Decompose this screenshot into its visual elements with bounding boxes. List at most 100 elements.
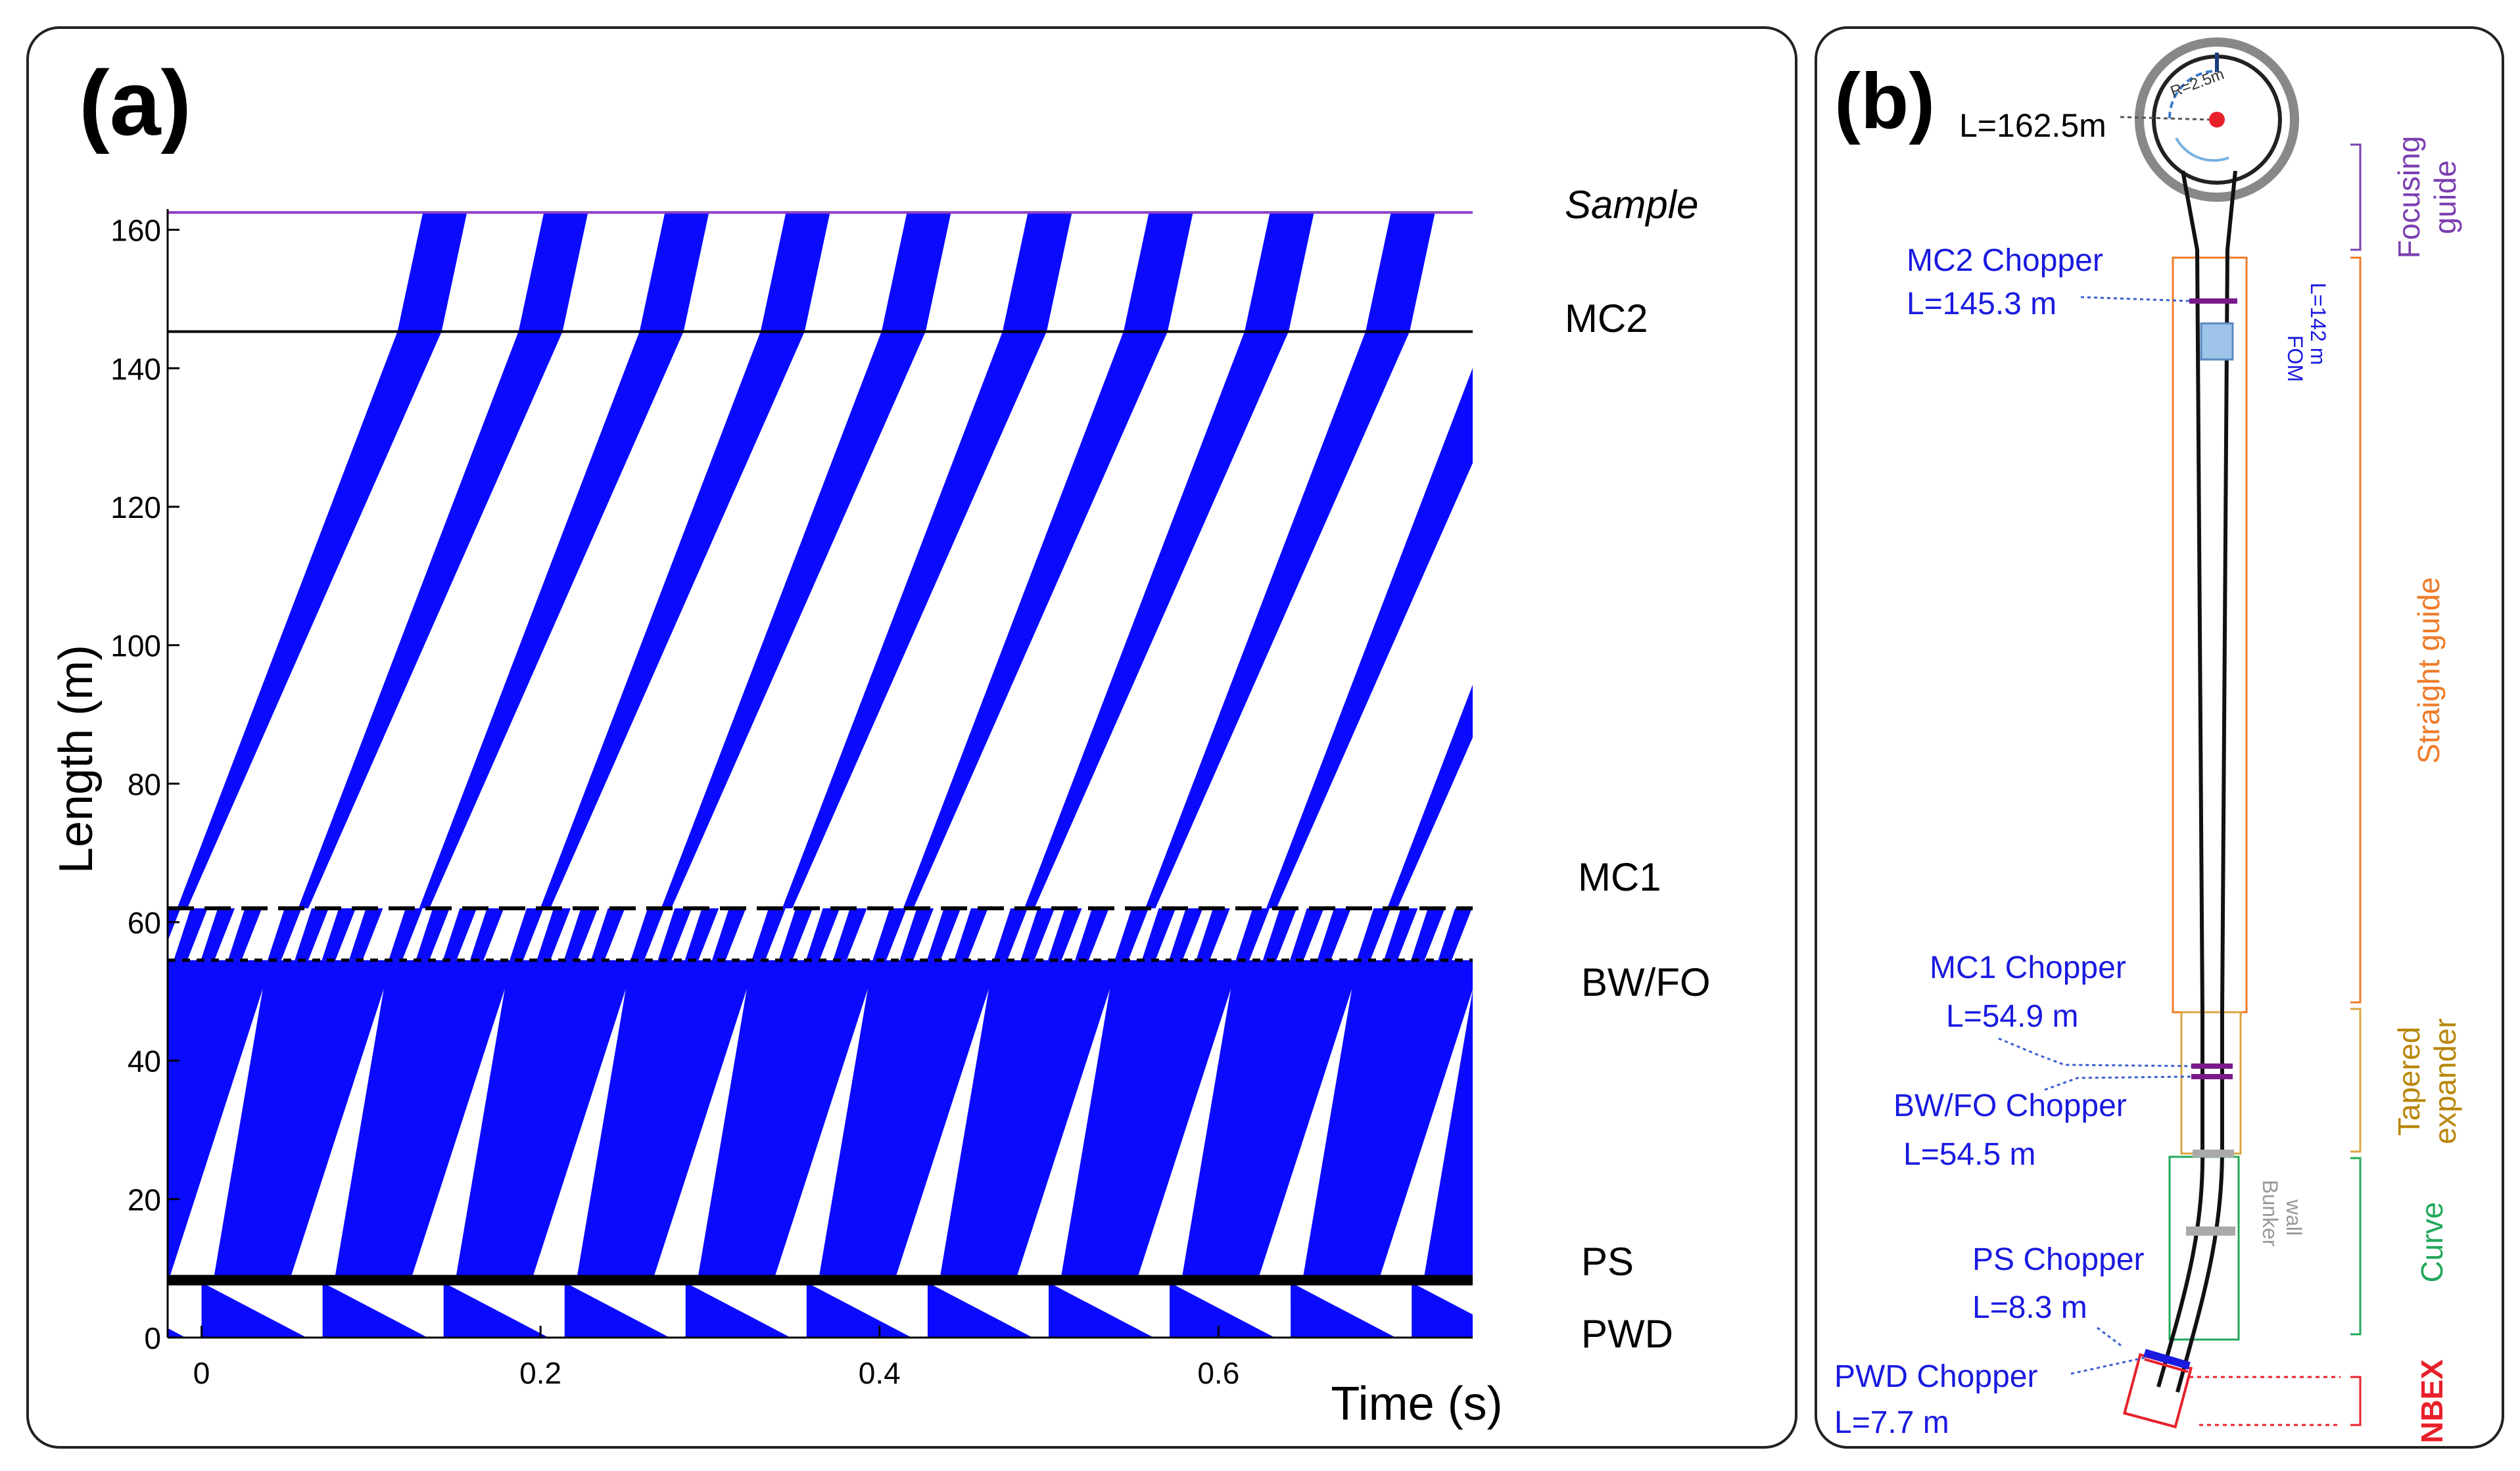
- panel-b-label: (b): [1834, 57, 1935, 145]
- subpulse: [168, 908, 181, 941]
- sample-chamber: R=2.5m: [2135, 37, 2299, 202]
- pwd-chopper-length: L=7.7 m: [1834, 1405, 1949, 1440]
- fan-ps-bwfo: [213, 960, 393, 1280]
- subpulse: [872, 908, 907, 960]
- subpulse: [590, 908, 625, 960]
- pwd-chopper-mark: [2143, 1349, 2191, 1370]
- subpulse: [1114, 908, 1149, 960]
- fan-ps-bwfo: [334, 960, 514, 1280]
- panel-a-label: (a): [79, 51, 191, 154]
- y-tick-label: 80: [128, 767, 161, 801]
- mc2-chopper-label: MC2 Chopper: [1907, 243, 2103, 278]
- station-label-ps: PS: [1581, 1240, 1634, 1284]
- diagonal-lower: [1266, 367, 1473, 908]
- fan-ps-bwfo: [576, 960, 757, 1280]
- subpulse: [1438, 908, 1472, 960]
- subpulse: [174, 908, 208, 960]
- section-tapered-line1: Tapered: [2392, 1027, 2426, 1136]
- subpulse: [416, 908, 450, 960]
- fan-ps-bwfo: [939, 960, 1120, 1280]
- fom-length: L=142 m: [2306, 283, 2330, 365]
- mc2-chopper-length: L=145.3 m: [1907, 287, 2056, 321]
- sample-leader-line: [2120, 116, 2210, 121]
- subpulse: [295, 908, 329, 960]
- subpulse: [630, 908, 665, 960]
- pwd-pulse: [806, 1284, 912, 1338]
- diagonal-lower: [1145, 331, 1410, 908]
- subpulse: [321, 908, 356, 960]
- diagonal-lower: [661, 331, 926, 908]
- subpulse: [1356, 908, 1391, 960]
- subpulse: [536, 908, 571, 960]
- diagonal-lower: [419, 331, 684, 908]
- subpulse: [510, 908, 544, 960]
- subpulse: [1383, 908, 1418, 960]
- diagonal-lower: [1387, 684, 1473, 908]
- diagonal-lower: [903, 331, 1168, 908]
- station-label-bwfo: BW/FO: [1581, 960, 1711, 1004]
- subpulse: [1196, 908, 1230, 960]
- y-tick-label: 160: [110, 214, 161, 248]
- section-straight: Straight guide: [2412, 577, 2446, 764]
- subpulse: [1235, 908, 1270, 960]
- leader-lines: [1998, 296, 2192, 1375]
- pwd-pulse: [1291, 1284, 1396, 1338]
- pwd-pulse: [1049, 1284, 1154, 1338]
- subpulse: [1047, 908, 1082, 960]
- mc1-chopper-length: L=54.9 m: [1946, 999, 2078, 1034]
- station-lines: [168, 211, 1473, 1286]
- subpulse: [1075, 908, 1109, 960]
- diagonal-upper: [881, 212, 951, 332]
- subpulse: [899, 908, 934, 960]
- beam-paths: [168, 212, 1473, 1338]
- diagonal-upper: [639, 212, 709, 332]
- subpulse: [1290, 908, 1324, 960]
- subpulse: [712, 908, 746, 960]
- sample-length-label: L=162.5m: [1959, 107, 2106, 144]
- subpulse: [201, 908, 235, 960]
- subpulse: [1262, 908, 1297, 960]
- station-label-pwd: PWD: [1581, 1312, 1673, 1356]
- diagonal-lower: [298, 331, 563, 908]
- y-tick-label: 20: [128, 1182, 161, 1217]
- subpulse: [268, 908, 302, 960]
- fan-ps-bwfo: [818, 960, 999, 1280]
- pwd-pulse: [564, 1284, 670, 1338]
- y-tick-label: 40: [128, 1044, 161, 1079]
- bwfo-chopper-length: L=54.5 m: [1903, 1137, 2035, 1172]
- pwd-pulse: [168, 1328, 186, 1338]
- subpulse: [684, 908, 719, 960]
- pwd-chopper-label: PWD Chopper: [1834, 1359, 2037, 1394]
- fom-marker: [2200, 322, 2234, 361]
- station-label-mc1: MC1: [1578, 855, 1661, 899]
- subpulse: [1141, 908, 1176, 960]
- bwfo-chopper-label: BW/FO Chopper: [1893, 1088, 2127, 1123]
- pwd-pulse: [201, 1284, 307, 1338]
- fom-label: FOM: [2283, 335, 2307, 382]
- subpulse: [993, 908, 1028, 960]
- station-label-mc2: MC2: [1565, 296, 1648, 340]
- fan-ps-bwfo: [455, 960, 635, 1280]
- fan-ps-bwfo: [168, 960, 272, 1280]
- subpulse: [563, 908, 598, 960]
- subpulse: [805, 908, 840, 960]
- subpulse: [1020, 908, 1055, 960]
- fan-ps-bwfo: [1181, 960, 1362, 1280]
- section-tapered-line2: expander: [2428, 1018, 2462, 1144]
- subpulse: [469, 908, 504, 960]
- fan-ps-bwfo: [1423, 990, 1473, 1280]
- pwd-pulse: [322, 1284, 428, 1338]
- mc1-chopper-label: MC1 Chopper: [1930, 950, 2126, 985]
- x-tick-label: 0.4: [859, 1356, 901, 1390]
- y-tick-label: 120: [110, 490, 161, 525]
- subpulse: [778, 908, 813, 960]
- pwd-pulse: [685, 1284, 791, 1338]
- x-tick-label: 0: [193, 1356, 210, 1390]
- subpulse: [833, 908, 867, 960]
- diagonal-upper: [1123, 212, 1193, 332]
- fan-ps-bwfo: [1060, 960, 1241, 1280]
- section-focusing-line1: Focusing: [2392, 136, 2426, 259]
- pwd-pulse: [443, 1284, 549, 1338]
- y-tick-label: 140: [110, 352, 161, 386]
